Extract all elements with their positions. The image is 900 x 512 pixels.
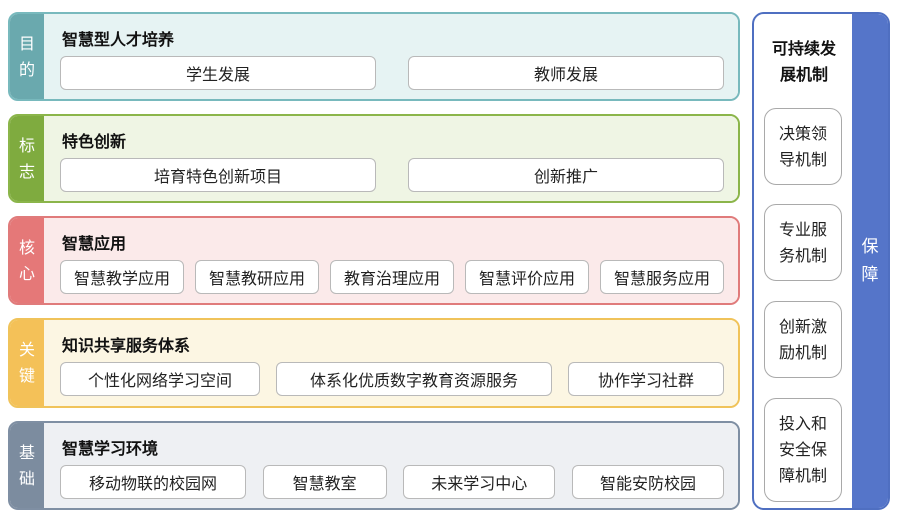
- side-char: 关: [18, 340, 35, 359]
- side-char: 础: [18, 468, 35, 488]
- item-box: 未来学习中心: [403, 465, 556, 499]
- panel-title: 可持续发 展机制: [754, 36, 854, 88]
- strip-char: 障: [861, 265, 879, 285]
- layer-title: 知识共享服务体系: [62, 336, 191, 355]
- layer-side-label: 基 础: [10, 423, 44, 508]
- item-box: 教育治理应用: [330, 260, 454, 294]
- side-char: 的: [18, 59, 35, 79]
- mechanism-box: 决策领 导机制: [764, 108, 842, 185]
- layer-title: 智慧应用: [62, 234, 127, 253]
- side-char: 键: [18, 366, 35, 385]
- layer-title: 智慧型人才培养: [62, 30, 175, 49]
- item-box: 培育特色创新项目: [60, 158, 376, 192]
- layer-side-label: 核 心: [10, 218, 44, 303]
- item-box: 学生发展: [60, 56, 376, 90]
- mechanism-box: 创新激 励机制: [764, 301, 842, 378]
- layer-body: 智慧型人才培养 学生发展 教师发展: [44, 14, 738, 99]
- item-box: 智慧教学应用: [60, 260, 184, 294]
- side-char: 志: [18, 161, 35, 181]
- mechanism-line: 励机制: [778, 342, 827, 362]
- layer-items: 智慧教学应用 智慧教研应用 教育治理应用 智慧评价应用 智慧服务应用: [60, 260, 724, 294]
- layer-core: 核 心 智慧应用 智慧教学应用 智慧教研应用 教育治理应用 智慧评价应用 智慧服…: [8, 216, 740, 305]
- layer-side-label: 关 键: [10, 320, 44, 406]
- mechanism-line: 专业服: [778, 219, 827, 239]
- item-box: 智能安防校园: [571, 465, 724, 499]
- layer-body: 知识共享服务体系 个性化网络学习空间 体系化优质数字教育资源服务 协作学习社群: [44, 320, 738, 406]
- layer-items: 学生发展 教师发展: [60, 56, 724, 90]
- item-box: 教师发展: [408, 56, 724, 90]
- item-box: 智慧教室: [262, 465, 387, 499]
- layer-body: 特色创新 培育特色创新项目 创新推广: [44, 116, 738, 201]
- panel-title-line: 展机制: [779, 65, 828, 84]
- mechanism-line: 障机制: [778, 466, 827, 485]
- panel-title-line: 可持续发: [771, 39, 836, 58]
- item-box: 协作学习社群: [568, 362, 724, 396]
- item-box: 体系化优质数字教育资源服务: [276, 362, 552, 396]
- layer-body: 智慧应用 智慧教学应用 智慧教研应用 教育治理应用 智慧评价应用 智慧服务应用: [44, 218, 738, 303]
- mechanism-line: 决策领: [778, 123, 827, 143]
- sustainable-mechanism-panel: 可持续发 展机制 决策领 导机制 专业服 务机制 创新激 励机制 投入和 安全保…: [752, 12, 890, 510]
- mechanism-line: 安全保: [778, 440, 827, 459]
- layer-foundation: 基 础 智慧学习环境 移动物联的校园网 智慧教室 未来学习中心 智能安防校园: [8, 421, 740, 510]
- item-box: 个性化网络学习空间: [60, 362, 260, 396]
- layer-key: 关 键 知识共享服务体系 个性化网络学习空间 体系化优质数字教育资源服务 协作学…: [8, 318, 740, 408]
- layer-side-label: 目 的: [10, 14, 44, 99]
- guarantee-strip: 保 障: [852, 14, 888, 508]
- layer-mark: 标 志 特色创新 培育特色创新项目 创新推广: [8, 114, 740, 203]
- layer-side-label: 标 志: [10, 116, 44, 201]
- item-box: 智慧教研应用: [195, 260, 319, 294]
- layer-items: 培育特色创新项目 创新推广: [60, 158, 724, 192]
- side-char: 目: [18, 33, 35, 53]
- layer-title: 特色创新: [62, 132, 127, 151]
- side-char: 基: [18, 442, 35, 462]
- mechanism-line: 导机制: [778, 149, 827, 169]
- mechanism-line: 投入和: [778, 414, 827, 433]
- mechanism-line: 创新激: [778, 316, 827, 336]
- mechanism-box: 投入和 安全保 障机制: [764, 398, 842, 502]
- layer-body: 智慧学习环境 移动物联的校园网 智慧教室 未来学习中心 智能安防校园: [44, 423, 738, 508]
- item-box: 移动物联的校园网: [60, 465, 246, 499]
- item-box: 创新推广: [408, 158, 724, 192]
- side-char: 核: [18, 237, 35, 257]
- mechanism-line: 务机制: [778, 245, 827, 265]
- strip-char: 保: [861, 237, 879, 257]
- layer-purpose: 目 的 智慧型人才培养 学生发展 教师发展: [8, 12, 740, 101]
- item-box: 智慧评价应用: [465, 260, 589, 294]
- side-char: 标: [18, 135, 35, 155]
- side-char: 心: [18, 263, 35, 283]
- layer-items: 移动物联的校园网 智慧教室 未来学习中心 智能安防校园: [60, 465, 724, 499]
- mechanism-box: 专业服 务机制: [764, 204, 842, 281]
- item-box: 智慧服务应用: [600, 260, 724, 294]
- layer-items: 个性化网络学习空间 体系化优质数字教育资源服务 协作学习社群: [60, 362, 724, 396]
- layer-title: 智慧学习环境: [62, 439, 159, 458]
